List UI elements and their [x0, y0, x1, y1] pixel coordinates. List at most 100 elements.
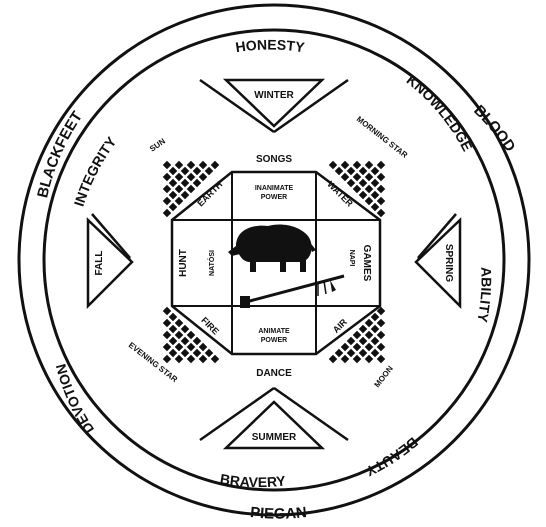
checker-square	[365, 185, 373, 193]
checker-square	[371, 337, 379, 345]
checker-square	[211, 355, 219, 363]
checker-square	[187, 355, 195, 363]
checker-square	[175, 343, 183, 351]
checker-square	[175, 185, 183, 193]
checker-square	[347, 337, 355, 345]
checker-square	[169, 167, 177, 175]
checker-square	[181, 337, 189, 345]
checker-square	[377, 173, 385, 181]
season-spring: SPRING	[443, 244, 454, 283]
checker-square	[181, 349, 189, 357]
checker-square	[175, 161, 183, 169]
checker-square	[377, 331, 385, 339]
checker-square	[181, 167, 189, 175]
checker-square	[377, 343, 385, 351]
checker-square	[353, 173, 361, 181]
checker-square	[359, 337, 367, 345]
checker-square	[371, 349, 379, 357]
checker-square	[193, 179, 201, 187]
checker-square	[199, 355, 207, 363]
checker-square	[163, 161, 171, 169]
celestial-morning-star: MORNING STAR	[355, 114, 410, 159]
checker-square	[353, 185, 361, 193]
activity-songs: SONGS	[256, 154, 292, 165]
checker-square	[371, 313, 379, 321]
checker-square	[163, 209, 171, 217]
tribe-blood: BLOOD	[470, 102, 518, 155]
checker-square	[371, 191, 379, 199]
checker-square	[187, 185, 195, 193]
checker-square	[163, 307, 171, 315]
checker-square	[365, 343, 373, 351]
checker-square	[377, 209, 385, 217]
checker-square	[163, 197, 171, 205]
season-winter: WINTER	[254, 90, 294, 101]
checker-square	[169, 349, 177, 357]
winter-triangle	[226, 80, 322, 126]
checker-square	[169, 337, 177, 345]
celestial-sun: SUN	[148, 136, 167, 153]
checker-square	[365, 355, 373, 363]
celestial-moon: MOON	[372, 364, 395, 389]
checker-square	[199, 173, 207, 181]
checker-square	[371, 179, 379, 187]
checker-square	[359, 191, 367, 199]
checker-square	[347, 167, 355, 175]
checker-square	[365, 319, 373, 327]
checker-square	[163, 331, 171, 339]
checker-square	[193, 167, 201, 175]
checker-square	[181, 325, 189, 333]
checker-square	[205, 167, 213, 175]
spirit-natosi: NATÓSI	[207, 250, 216, 276]
checker-square	[341, 355, 349, 363]
checker-square	[199, 161, 207, 169]
checker-square	[371, 325, 379, 333]
checker-square	[353, 355, 361, 363]
checker-square	[187, 331, 195, 339]
celestial-evening-star: EVENING STAR	[127, 340, 180, 384]
checker-square	[359, 179, 367, 187]
checker-square	[359, 167, 367, 175]
checker-square	[341, 161, 349, 169]
checker-square	[169, 179, 177, 187]
tribe-piegan: PIEGAN	[249, 504, 307, 522]
checker-square	[199, 343, 207, 351]
checker-square	[181, 179, 189, 187]
power-animate-line2: POWER	[261, 337, 287, 344]
checker-square	[175, 331, 183, 339]
checker-square	[169, 191, 177, 199]
checker-square	[353, 343, 361, 351]
checker-square	[377, 161, 385, 169]
checker-square	[193, 349, 201, 357]
checker-square	[175, 173, 183, 181]
checker-square	[169, 325, 177, 333]
checker-square	[359, 349, 367, 357]
checker-square	[175, 319, 183, 327]
checker-square	[211, 161, 219, 169]
checker-square	[163, 319, 171, 327]
value-bravery: BRAVERY	[219, 471, 287, 491]
checker-square	[371, 203, 379, 211]
checker-square	[377, 319, 385, 327]
activity-hunt: HUNT	[178, 249, 189, 277]
checker-square	[205, 349, 213, 357]
checker-square	[359, 325, 367, 333]
checker-square	[377, 185, 385, 193]
checker-square	[353, 331, 361, 339]
checker-square	[365, 173, 373, 181]
activity-games: GAMES	[361, 245, 372, 282]
checker-square	[341, 343, 349, 351]
power-inanimate-line1: INANIMATE	[255, 185, 294, 192]
checker-square	[163, 343, 171, 351]
checker-square	[365, 197, 373, 205]
checker-square	[377, 197, 385, 205]
checker-square	[163, 355, 171, 363]
season-summer: SUMMER	[252, 432, 297, 443]
checker-square	[169, 203, 177, 211]
checker-square	[347, 349, 355, 357]
checker-square	[187, 161, 195, 169]
checker-square	[175, 197, 183, 205]
checker-square	[329, 161, 337, 169]
power-animate-line1: ANIMATE	[258, 328, 290, 335]
